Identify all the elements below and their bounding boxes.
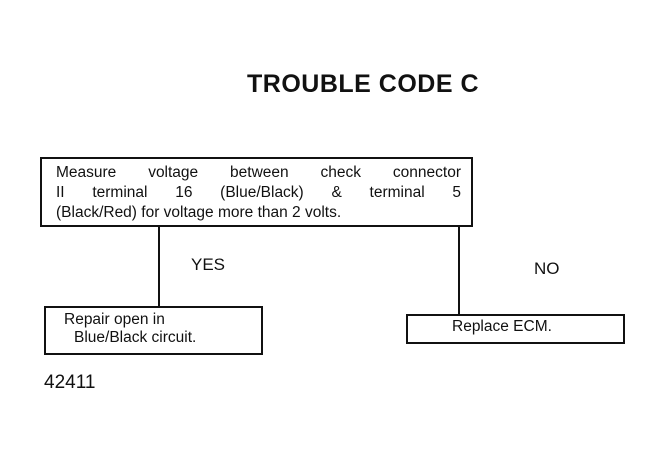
no-connector-line [458,226,460,315]
diagram-title: TROUBLE CODE C [247,70,479,98]
replace-ecm-box: Replace ECM. [406,314,625,344]
measure-voltage-box: Measure voltage between check connector … [40,157,473,227]
figure-id: 42411 [44,372,96,393]
repair-open-line-1: Repair open in [64,311,165,328]
measure-voltage-line-1: Measure voltage between check connector [56,164,461,181]
repair-open-box: Repair open in Blue/Black circuit. [44,306,263,355]
repair-open-line-2: Blue/Black circuit. [74,329,197,346]
measure-voltage-line-3: (Black/Red) for voltage more than 2 volt… [56,204,342,221]
replace-ecm-text: Replace ECM. [452,318,552,335]
no-branch-label: NO [534,259,560,278]
yes-branch-label: YES [191,255,226,274]
yes-connector-line [158,226,160,307]
measure-voltage-line-2: II terminal 16 (Blue/Black) & terminal 5 [56,184,461,201]
